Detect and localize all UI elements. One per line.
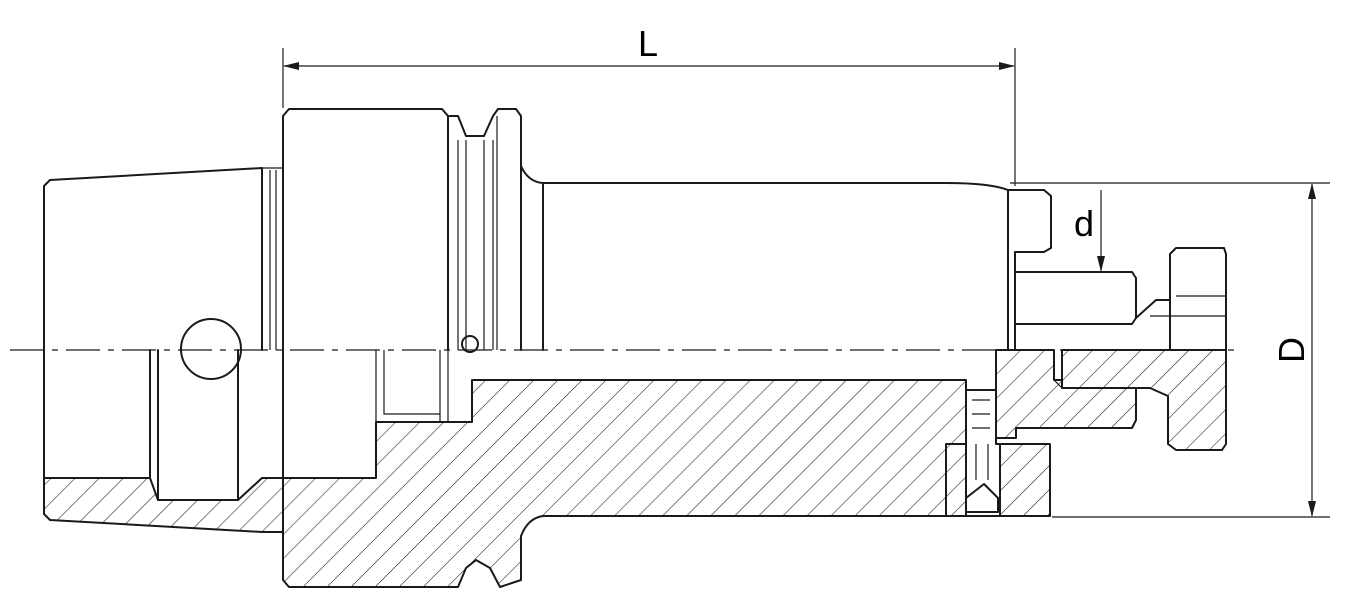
neck-transition	[520, 165, 544, 351]
dimension-D: D	[1010, 182, 1330, 518]
bore-outline	[43, 349, 284, 501]
lower-section-view	[43, 349, 1227, 588]
end-key	[1135, 247, 1227, 351]
dim-L-label: L	[638, 23, 658, 64]
nut-section	[999, 443, 1051, 517]
main-body	[542, 182, 1009, 351]
socket-screw	[965, 483, 999, 513]
pilot-stub	[1014, 271, 1137, 325]
body-section	[282, 379, 967, 588]
v-groove-lines	[457, 116, 498, 350]
dim-D-label: D	[1271, 337, 1312, 363]
cross-hole-circle	[180, 318, 242, 380]
bore-lines	[375, 350, 449, 422]
screw-thread	[972, 399, 990, 480]
end-key-lines	[1150, 295, 1226, 317]
dimension-L: L	[282, 23, 1016, 186]
taper-shank	[43, 167, 263, 351]
arbor-section	[995, 349, 1137, 439]
taper-grooves	[262, 167, 283, 350]
screw-block	[1007, 189, 1052, 351]
dim-d-label: d	[1074, 203, 1094, 244]
flange-body	[282, 108, 449, 351]
dimension-d: d	[1074, 190, 1105, 272]
screw-section	[945, 443, 967, 517]
v-groove	[447, 108, 522, 351]
arbor-lines	[995, 350, 1063, 390]
upper-exterior-view	[43, 108, 1227, 380]
key-ball	[461, 335, 479, 353]
end-key-section	[1061, 349, 1227, 451]
taper-section	[43, 477, 284, 533]
